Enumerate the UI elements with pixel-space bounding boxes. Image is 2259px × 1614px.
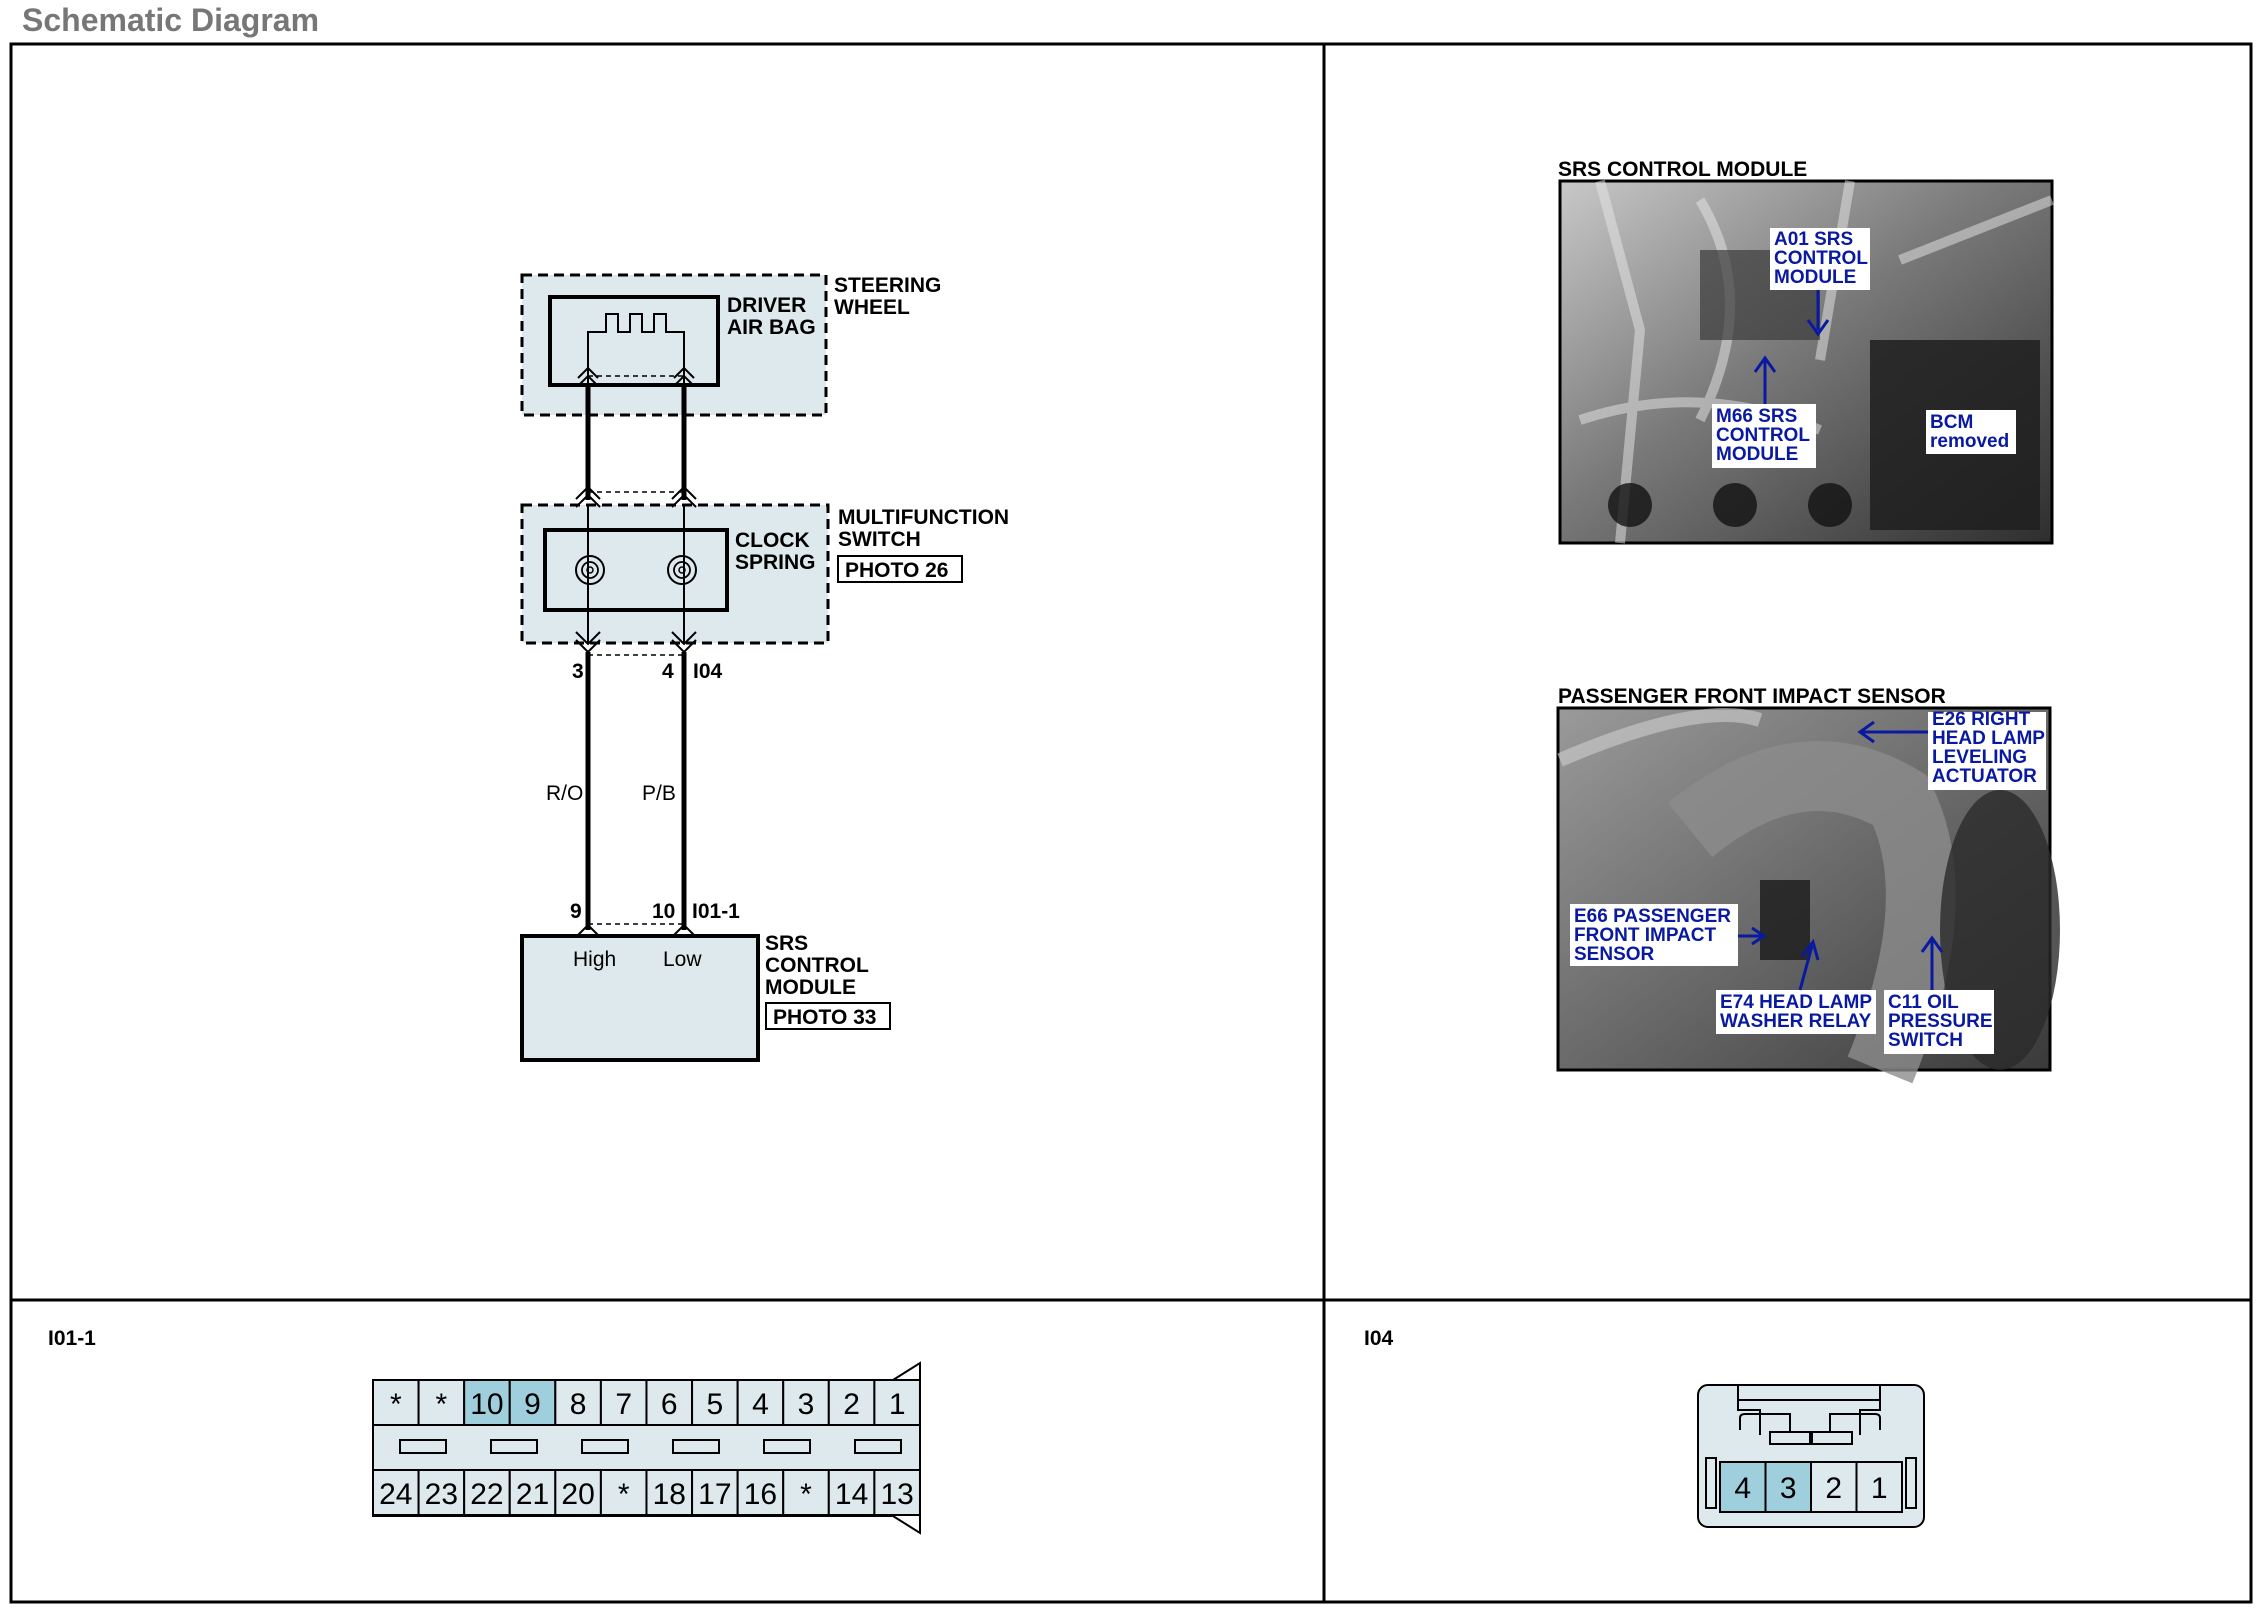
connector-latch-slot (490, 1439, 538, 1454)
wire-color-pb: P/B (642, 782, 676, 805)
page-title: Schematic Diagram (22, 2, 320, 38)
pin-label: 10 (470, 1388, 503, 1421)
srs-low-label: Low (663, 948, 702, 971)
pin-label: 2 (843, 1388, 860, 1421)
multifunction-switch-label: MULTIFUNCTION SWITCH (838, 506, 1015, 551)
pin-label: 4 (752, 1388, 769, 1421)
pin-label: 3 (798, 1388, 815, 1421)
pin-label: 21 (516, 1478, 549, 1511)
pin-label: * (618, 1478, 630, 1511)
panel-frame (9, 42, 2253, 1604)
label-m66-srs-module: M66 SRS CONTROL MODULE (1716, 406, 1815, 465)
photo-impact-sensor (1556, 706, 2060, 1084)
connector-i04-ref: I04 (693, 660, 723, 683)
pin-label: 23 (425, 1478, 458, 1511)
label-bcm-removed: BCM removed (1930, 412, 2009, 452)
label-a01-srs-module: A01 SRS CONTROL MODULE (1774, 229, 1873, 288)
pin-label: 9 (524, 1388, 541, 1421)
photo-impact-sensor-title: PASSENGER FRONT IMPACT SENSOR (1558, 685, 1946, 708)
pin-label: 6 (661, 1388, 678, 1421)
pin-label: 4 (1734, 1472, 1751, 1505)
connector-i01-1-ref: I01-1 (692, 900, 740, 923)
clock-spring (543, 505, 729, 656)
photo-srs-module (1558, 179, 2054, 545)
pin-9-label: 9 (570, 900, 582, 923)
driver-air-bag-label: DRIVER AIR BAG (727, 294, 816, 339)
pin-cell-top-3 (508, 1379, 557, 1426)
photo-33-tag: PHOTO 33 (765, 1002, 891, 1030)
pin-3-label: 3 (572, 660, 584, 683)
pin-cell-bottom-10 (827, 1469, 876, 1516)
pin-label: 3 (1780, 1472, 1797, 1505)
pin-label: 24 (379, 1478, 412, 1511)
label-e66-sensor: E66 PASSENGER FRONT IMPACT SENSOR (1574, 906, 1736, 965)
pin-label: 18 (653, 1478, 686, 1511)
photo-srs-module-title: SRS CONTROL MODULE (1558, 158, 1807, 181)
pin-label: 16 (744, 1478, 777, 1511)
pin-label: 17 (698, 1478, 731, 1511)
pin-cell-bottom-5 (599, 1469, 648, 1516)
pin-cell-bottom-1 (417, 1469, 466, 1516)
pin-label: 1 (889, 1388, 906, 1421)
driver-air-bag (548, 295, 720, 387)
pin-cell-bottom-6 (645, 1469, 694, 1516)
label-e26-actuator: E26 RIGHT HEAD LAMP LEVELING ACTUATOR (1932, 709, 2050, 787)
pin-cell-0 (1719, 1461, 1767, 1513)
pin-cell-bottom-9 (782, 1469, 830, 1516)
pin-cell-bottom-7 (691, 1469, 739, 1516)
pin-cell-top-2 (463, 1379, 511, 1426)
wire-clockspring-to-srs (585, 652, 687, 930)
connector-latch-slot (581, 1439, 629, 1454)
clock-spring-label: CLOCK SPRING (735, 529, 816, 574)
pin-cell-top-1 (417, 1379, 466, 1426)
pin-label: * (436, 1388, 448, 1421)
pin-label: 14 (835, 1478, 868, 1511)
pin-label: 2 (1825, 1472, 1842, 1505)
connector-latch-slot (672, 1439, 720, 1454)
pin-cell-3 (1855, 1461, 1903, 1513)
pin-label: 22 (470, 1478, 503, 1511)
label-c11-switch: C11 OIL PRESSURE SWITCH (1888, 992, 1998, 1051)
pin-label: 5 (707, 1388, 724, 1421)
pin-cell-top-0 (372, 1379, 420, 1426)
photo-26-tag: PHOTO 26 (837, 555, 963, 583)
srs-control-module-label: SRS CONTROL MODULE (765, 932, 874, 999)
pin-cell-bottom-2 (463, 1469, 511, 1516)
svg-text:PHOTO 26: PHOTO 26 (845, 559, 948, 582)
pin-label: * (390, 1388, 402, 1421)
label-e74-relay: E74 HEAD LAMP WASHER RELAY (1720, 992, 1877, 1032)
pin-label: 1 (1871, 1472, 1888, 1505)
connector-latch-slot (854, 1439, 902, 1454)
pin-label: 13 (880, 1478, 913, 1511)
pin-cell-top-4 (554, 1379, 602, 1426)
steering-wheel-label: STEERING WHEEL (834, 274, 947, 319)
pin-cell-bottom-3 (508, 1469, 557, 1516)
pin-cell-bottom-11 (873, 1469, 921, 1516)
pin-label: 20 (561, 1478, 594, 1511)
connector-latch-slot (399, 1439, 447, 1454)
pin-cell-2 (1810, 1461, 1858, 1513)
connector-i01-1-title: I01-1 (48, 1327, 96, 1350)
pin-4-label: 4 (662, 660, 674, 683)
pin-label: 7 (615, 1388, 632, 1421)
wire-color-ro: R/O (546, 782, 583, 805)
srs-control-module-box (520, 923, 760, 1062)
pin-10-label: 10 (652, 900, 675, 923)
connector-i04-title: I04 (1364, 1327, 1394, 1350)
svg-text:PHOTO 33: PHOTO 33 (773, 1006, 876, 1029)
connector-latch-slot (763, 1439, 811, 1454)
pin-cell-top-6 (645, 1379, 694, 1426)
srs-high-label: High (573, 948, 616, 971)
pin-cell-top-11 (873, 1379, 921, 1426)
wire-airbag-to-clockspring (585, 386, 687, 500)
pin-label: 8 (570, 1388, 587, 1421)
pin-label: * (800, 1478, 812, 1511)
pin-cell-1 (1764, 1461, 1812, 1513)
